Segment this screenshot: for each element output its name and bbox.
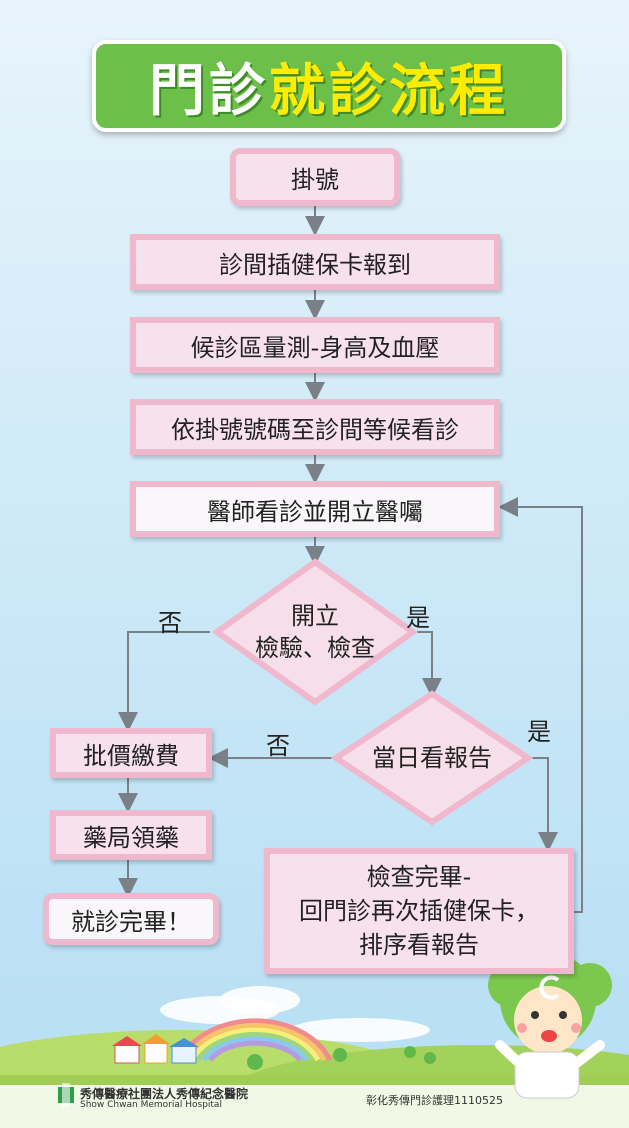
branch-no-1: 否 [158, 609, 182, 637]
step-measure: 候診區量測-身高及血壓 [130, 317, 500, 373]
step-pay: 批價繳費 [50, 728, 212, 778]
branch-yes-1: 是 [406, 604, 430, 632]
step-measure-label: 候診區量測-身高及血壓 [190, 333, 440, 362]
hospital-name-zh: 秀傳醫療社團法人秀傳紀念醫院 [80, 1087, 249, 1101]
title-part1: 門診 [149, 58, 269, 124]
branch-yes-2: 是 [527, 718, 551, 746]
step-wait-label: 依掛號號碼至診間等候看診 [171, 415, 459, 444]
step-register: 掛號 [230, 148, 400, 206]
decision-exam-line2: 檢驗、檢查 [255, 634, 375, 662]
step-done-label: 就診完畢！ [71, 907, 191, 936]
step-consult: 醫師看診並開立醫囑 [130, 481, 500, 537]
decision-exam: 開立 檢驗、檢查 [235, 600, 395, 664]
decision-exam-line1: 開立 [291, 602, 339, 630]
step-return-line1: 檢查完畢- [366, 863, 472, 891]
decision-exam-shape [211, 558, 419, 706]
hospital-name-en: Show Chwan Memorial Hospital [80, 1100, 222, 1110]
step-wait: 依掛號號碼至診間等候看診 [130, 399, 500, 455]
document-code: 彰化秀傳門診護理1110525 [366, 1094, 503, 1107]
step-return-line2: 回門診再次插健保卡， [299, 897, 539, 925]
step-pharmacy: 藥局領藥 [50, 810, 212, 860]
branch-no-2: 否 [266, 732, 290, 760]
hospital-logo [58, 1083, 74, 1107]
step-pay-label: 批價繳費 [83, 741, 179, 770]
step-checkin: 診間插健保卡報到 [130, 234, 500, 290]
decision-report-label: 當日看報告 [372, 744, 492, 772]
decision-report: 當日看報告 [356, 742, 508, 774]
step-return-line3: 排序看報告 [359, 931, 479, 959]
step-consult-label: 醫師看診並開立醫囑 [207, 497, 423, 526]
step-checkin-label: 診間插健保卡報到 [219, 250, 411, 279]
page-title: 門診就診流程 [92, 40, 566, 132]
step-pharmacy-label: 藥局領藥 [83, 823, 179, 852]
step-register-label: 掛號 [291, 165, 339, 194]
decision-report-shape [330, 690, 534, 826]
title-part2: 就診流程 [269, 58, 509, 124]
step-return: 檢查完畢- 回門診再次插健保卡， 排序看報告 [264, 848, 574, 974]
mascot-illustration [488, 940, 612, 1099]
step-done: 就診完畢！ [43, 893, 219, 945]
